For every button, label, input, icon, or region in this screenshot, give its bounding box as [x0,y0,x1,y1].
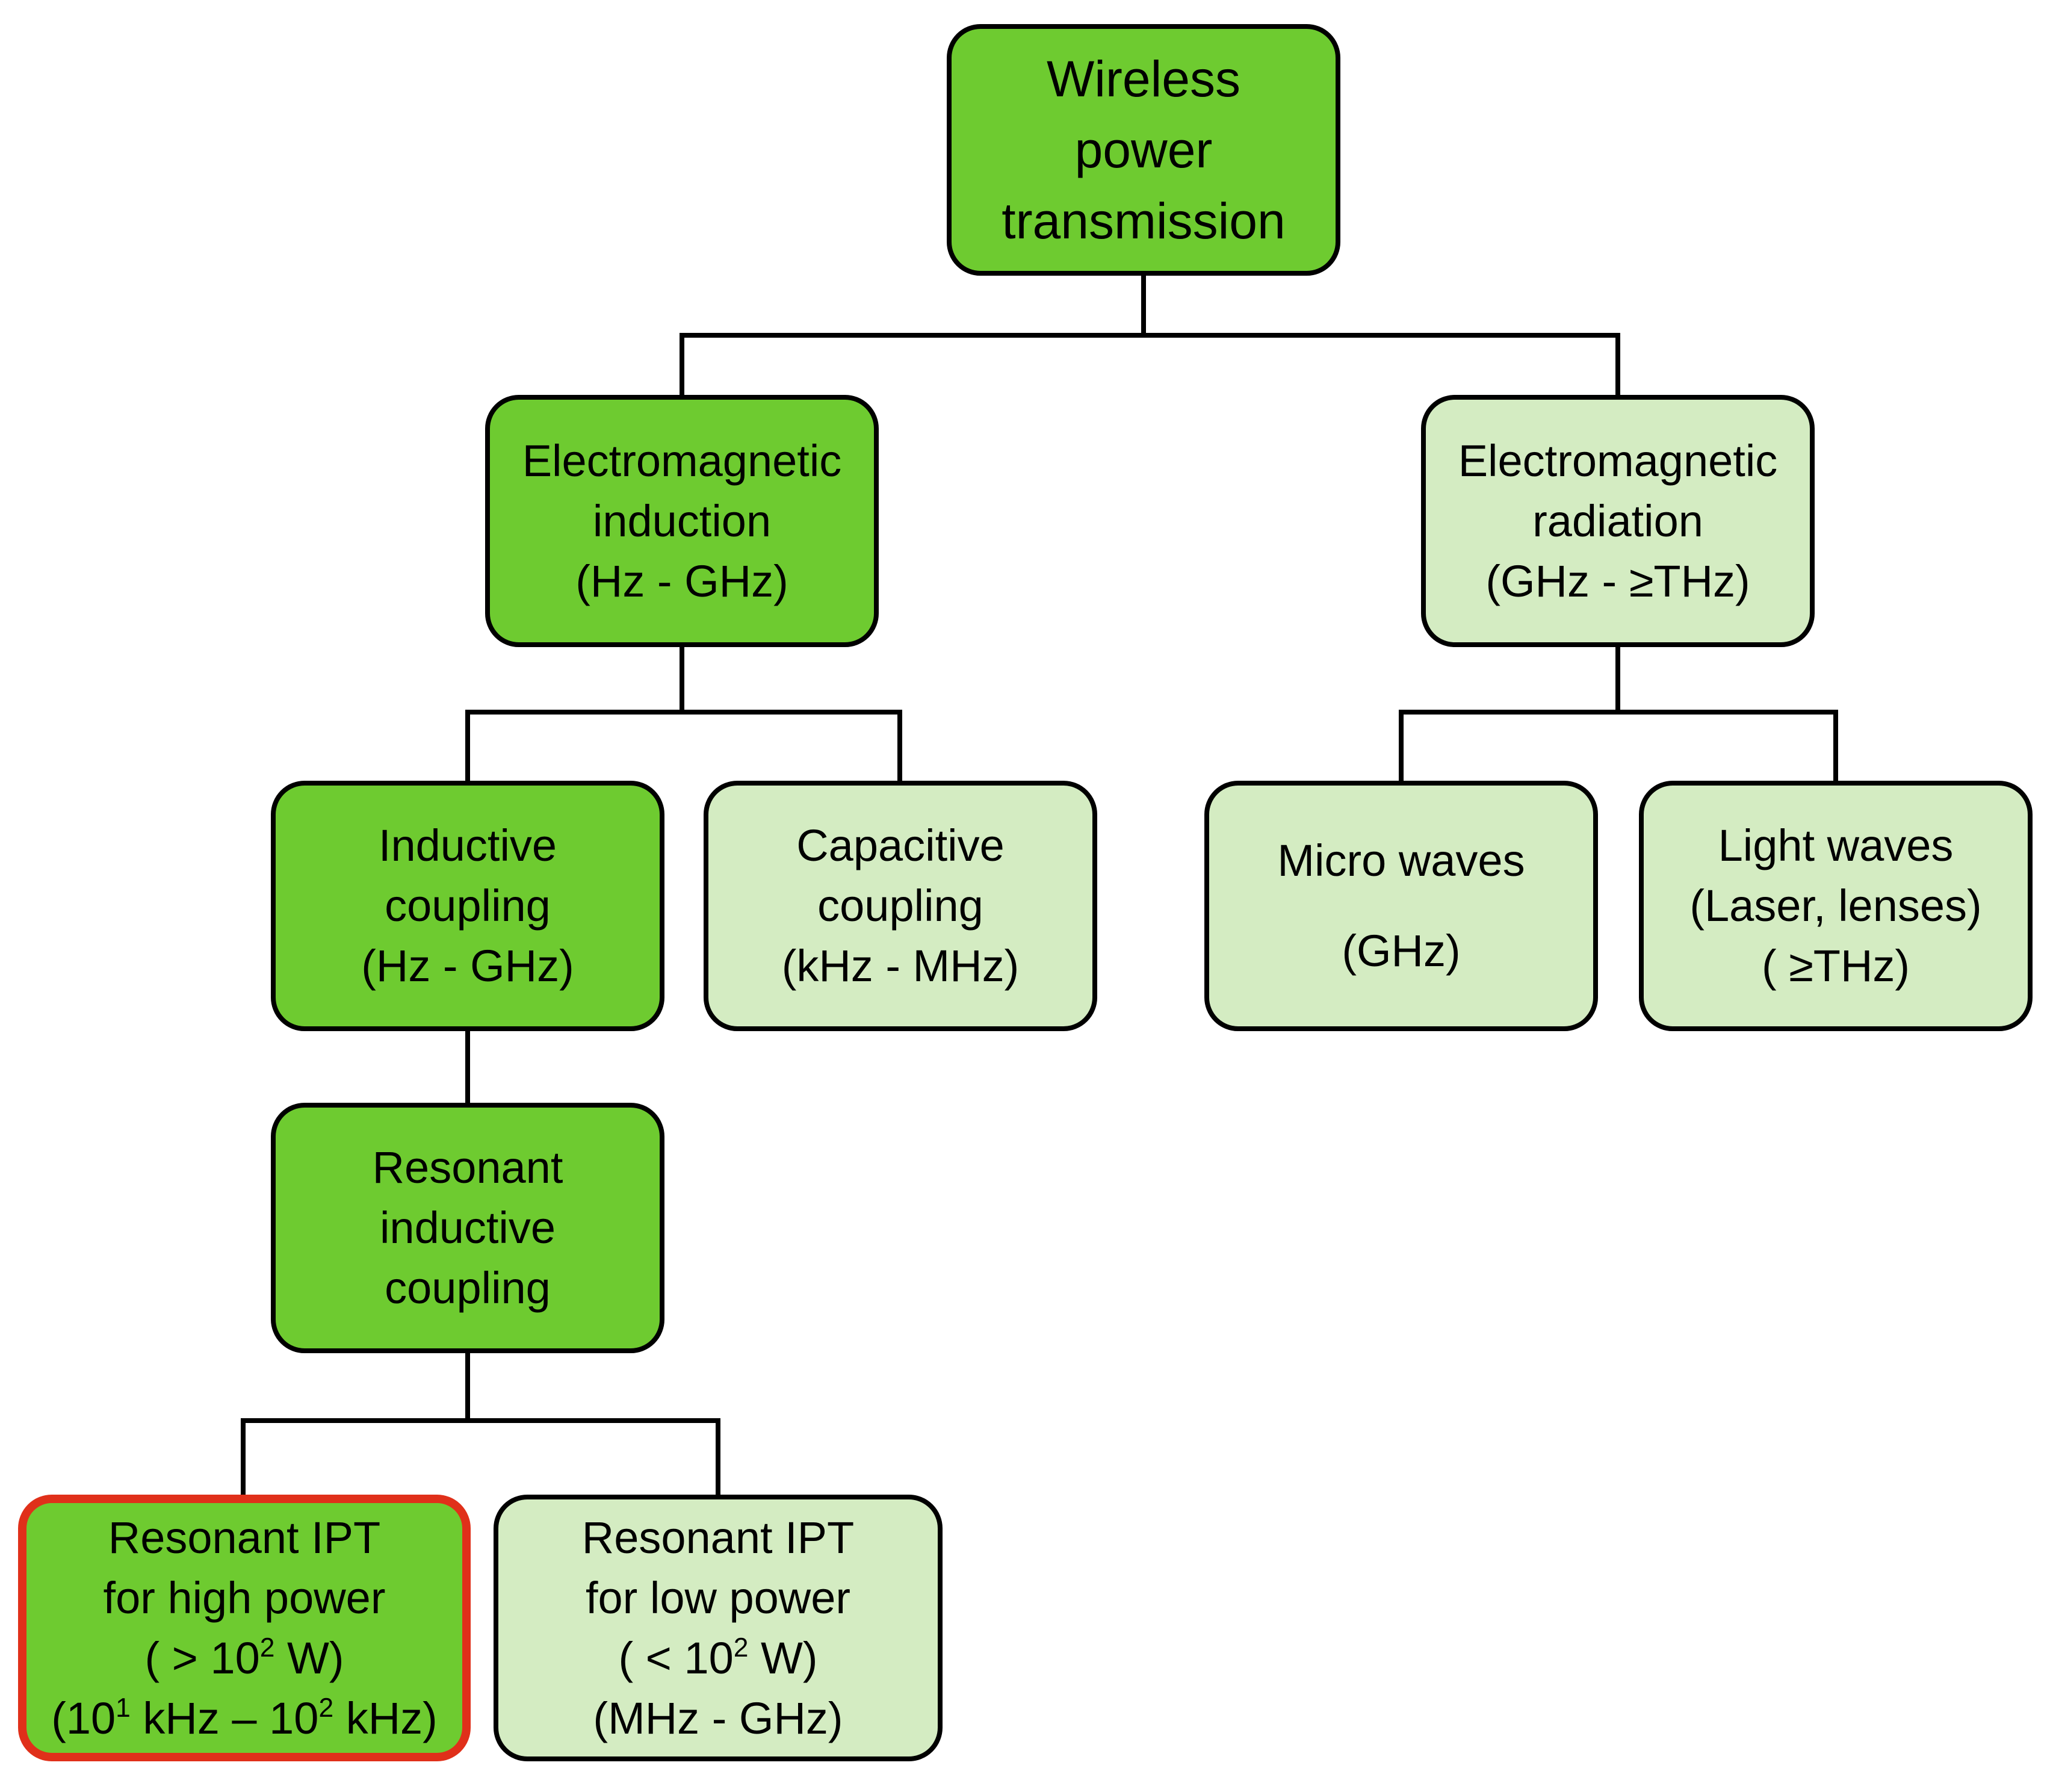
node-electromagnetic-induction: Electromagnetic induction (Hz - GHz) [485,395,879,647]
node-electromagnetic-radiation: Electromagnetic radiation (GHz - ≥THz) [1421,395,1815,647]
node-light-waves: Light waves (Laser, lenses) ( ≥THz) [1639,781,2033,1031]
node-label-line: coupling [385,1263,551,1313]
node-label-line: radiation [1532,495,1703,546]
node-label-line: (kHz - MHz) [781,941,1020,991]
node-label-line: Resonant IPT [108,1512,381,1563]
node-label-line: (GHz - ≥THz) [1485,556,1750,606]
node-label-line: Wireless [1046,51,1240,107]
node-resonant-inductive-coupling: Resonant inductive coupling [271,1103,664,1353]
node-label-line: inductive [379,1203,556,1253]
node-label-line: ( ≥THz) [1761,941,1910,991]
node-resonant-ipt-high-power: Resonant IPT for high power ( > 102 W) (… [18,1495,471,1761]
node-label-line: Light waves [1718,820,1954,870]
node-label-line: ( < 102 W) [618,1632,818,1683]
node-label-line: Inductive [378,820,557,870]
node-label-line: power [1074,122,1213,178]
node-micro-waves: Micro waves (GHz) [1204,781,1598,1031]
node-label-line: coupling [817,881,983,931]
node-label-line: ( > 102 W) [144,1632,344,1683]
node-resonant-ipt-low-power: Resonant IPT for low power ( < 102 W) (M… [494,1495,943,1761]
node-inductive-coupling: Inductive coupling (Hz - GHz) [271,781,664,1031]
node-label-line: transmission [1002,193,1286,249]
node-label-line: Resonant IPT [581,1512,855,1563]
node-label-line: Micro waves [1277,836,1525,885]
node-label-line: Electromagnetic [1458,435,1778,486]
node-label-line: for low power [585,1572,851,1623]
node-wireless-power-transmission: Wireless power transmission [947,24,1340,276]
node-label-line: (GHz) [1342,926,1461,976]
node-label-line: (Laser, lenses) [1689,881,1982,931]
node-label-line: for high power [103,1572,386,1623]
node-label-line: coupling [385,881,551,931]
node-label-line: (Hz - GHz) [575,556,788,606]
node-label-line: Resonant [372,1142,563,1192]
node-label-line: Capacitive [796,820,1005,870]
node-label-line: (MHz - GHz) [593,1693,843,1743]
node-label-line: Electromagnetic [522,435,842,486]
node-capacitive-coupling: Capacitive coupling (kHz - MHz) [704,781,1097,1031]
node-label-line: induction [592,495,772,546]
node-label-line: (101 kHz – 102 kHz) [51,1693,438,1743]
node-label-line: (Hz - GHz) [361,941,574,991]
